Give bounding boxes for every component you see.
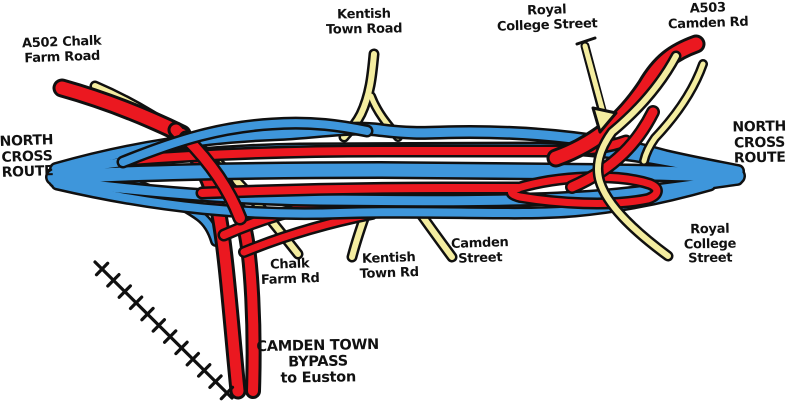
label-royal-college-street-top: Royal College Street [496,2,598,35]
label-north-cross-route-right: NORTH CROSS ROUTE [732,118,787,167]
label-a503-camden-rd: A503 Camden Rd [667,0,749,32]
label-camden-street: Camden Street [450,235,509,267]
label-kentish-town-rd: Kentish Town Rd [359,250,420,282]
label-camden-town-bypass: CAMDEN TOWN BYPASS to Euston [256,336,380,388]
label-north-cross-route-left: NORTH CROSS ROUTE [0,132,54,182]
label-kentish-town-road: Kentish Town Road [325,6,403,38]
road-flyover-west [116,116,374,169]
label-a502-chalk-farm-road: A502 Chalk Farm Road [21,33,102,66]
label-royal-college-street-right: Royal College Street [683,221,737,267]
railway-line [93,260,235,401]
pointer-arrow [575,36,618,134]
road-royal-college-street [592,50,708,262]
road-bypass-overpass [178,130,248,226]
label-chalk-farm-rd: Chalk Farm Rd [260,256,320,288]
